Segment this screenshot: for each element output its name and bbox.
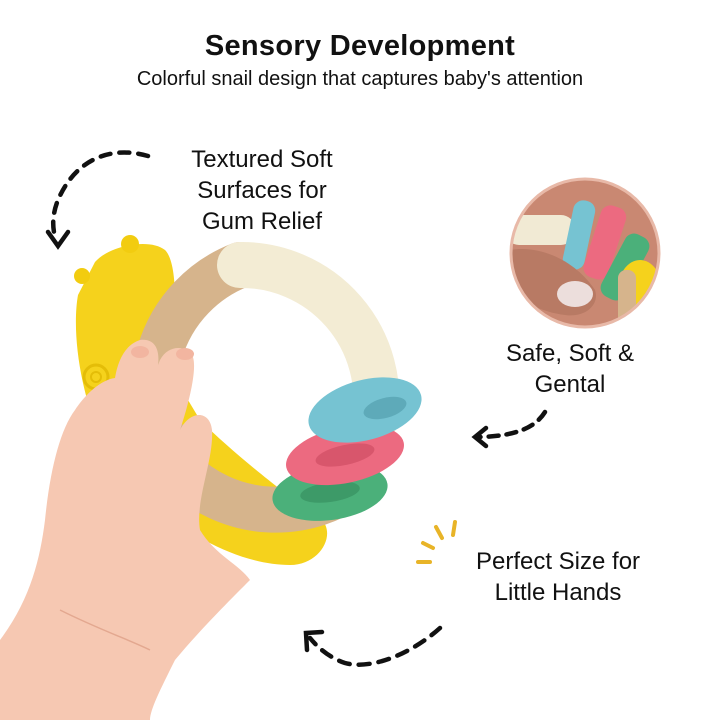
small-rings — [272, 377, 422, 521]
feature-line: Safe, Soft & — [505, 340, 635, 367]
feature-line: Surfaces for — [197, 177, 327, 204]
dashed-arrow-left-icon — [471, 409, 548, 449]
page-title: Sensory Development — [204, 30, 516, 62]
feature-safe-soft: Safe, Soft & Gental — [480, 338, 660, 400]
feature-line: Gental — [534, 371, 606, 398]
page-subtitle: Colorful snail design that captures baby… — [136, 68, 584, 90]
feature-line: Little Hands — [494, 579, 622, 606]
feature-line: Perfect Size for — [475, 548, 641, 575]
inset-closeup-image — [509, 177, 661, 329]
dashed-curved-arrow-up-left-icon — [303, 625, 443, 667]
feature-textured-surfaces: Textured Soft Surfaces for Gum Relief — [152, 144, 372, 237]
sparkle-lines-icon — [416, 520, 457, 564]
dashed-curved-arrow-down-icon — [45, 150, 151, 250]
baby-hand — [0, 339, 250, 720]
feature-line: Textured Soft — [191, 146, 333, 173]
feature-line: Gum Relief — [201, 208, 323, 235]
feature-perfect-size: Perfect Size for Little Hands — [438, 546, 678, 608]
